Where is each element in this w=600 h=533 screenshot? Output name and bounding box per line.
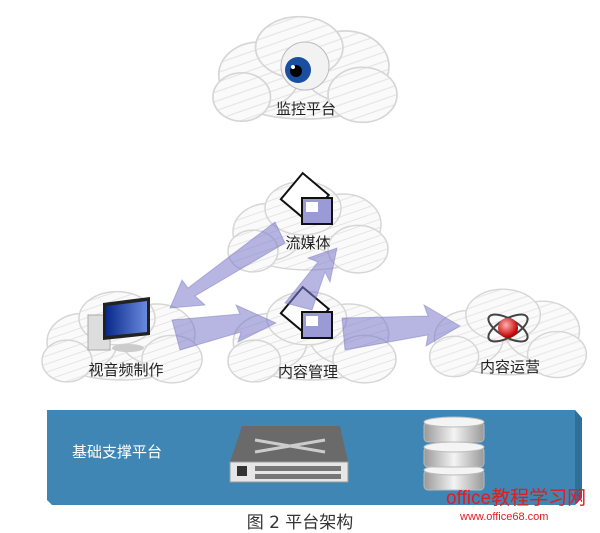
node-label-content-management: 内容管理 [277, 363, 339, 381]
node-label-av-production: 视音频制作 [88, 361, 164, 379]
streaming-media-icon [279, 171, 333, 225]
atom-icon [487, 313, 529, 343]
watermark-url: www.office68.com [460, 511, 549, 523]
node-label-monitor: 监控平台 [275, 100, 337, 118]
base-platform-label: 基础支撑平台 [72, 443, 163, 461]
arrow-streaming-to-av [169, 221, 286, 309]
arrow-av-to-management [171, 304, 278, 351]
arrow-management-to-operation [341, 303, 461, 351]
database-icon [423, 416, 485, 491]
eye-icon [280, 41, 330, 91]
figure-caption: 图 2 平台架构 [246, 513, 354, 533]
watermark-title: office教程学习网 [446, 488, 587, 509]
network-switch-icon [229, 426, 349, 483]
arrow-management-to-streaming [284, 247, 338, 311]
computer-icon [87, 297, 150, 352]
node-label-streaming: 流媒体 [285, 234, 331, 252]
node-label-content-operation: 内容运营 [479, 358, 541, 376]
